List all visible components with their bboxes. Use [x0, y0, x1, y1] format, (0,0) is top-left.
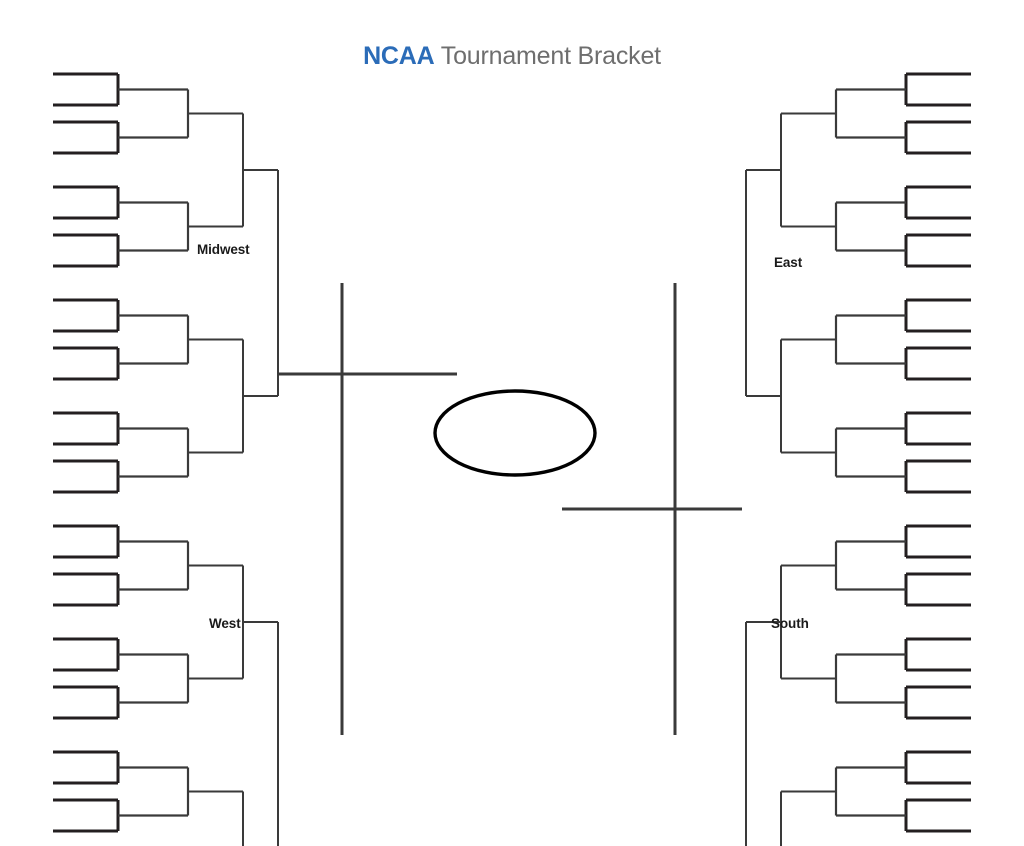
left-round3-lines [188, 112, 244, 846]
left-round4-lines [243, 169, 279, 846]
title-brand: NCAA [363, 42, 435, 70]
title-rest: Tournament Bracket [434, 42, 661, 70]
right-round2-lines [834, 88, 906, 817]
championship-lines [277, 283, 742, 735]
region-label-east: East [774, 255, 803, 270]
page-title: NCAA Tournament Bracket [0, 42, 1024, 71]
region-label-midwest: Midwest [197, 242, 250, 257]
left-round2-lines [118, 88, 190, 817]
region-label-west: West [209, 616, 241, 631]
region-label-south: South [771, 616, 809, 631]
right-round3-lines [780, 112, 836, 846]
right-round1-slots [904, 72, 971, 833]
right-round4-lines [745, 169, 781, 846]
left-round1-slots [53, 72, 120, 833]
championship-oval [433, 389, 597, 477]
